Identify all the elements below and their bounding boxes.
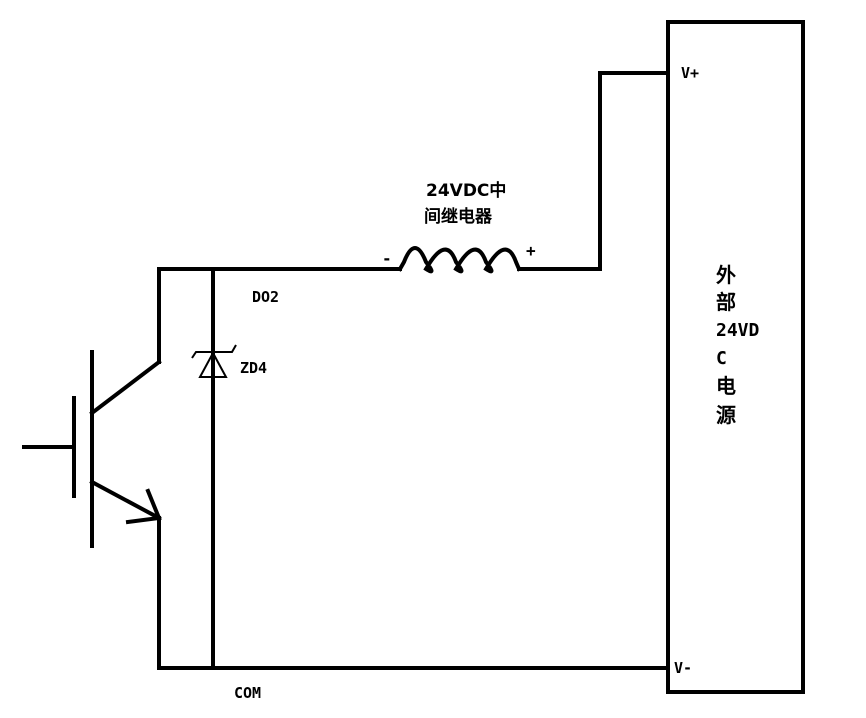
com-label: COM xyxy=(234,684,261,702)
do2-label: DO2 xyxy=(252,288,279,306)
relay-minus-label: - xyxy=(382,249,392,268)
supply-label-line: C xyxy=(716,348,727,369)
supply-label-line: 24VD xyxy=(716,320,760,341)
supply-label-line: 外 xyxy=(716,263,736,287)
supply-label-line: 源 xyxy=(716,403,736,427)
relay-label-line2: 间继电器 xyxy=(424,206,493,227)
vminus-label: V- xyxy=(674,659,692,677)
supply-label-line: 电 xyxy=(716,374,736,398)
zd4-label: ZD4 xyxy=(240,359,267,377)
transistor-emitter-arrow xyxy=(125,488,162,525)
vplus-label: V+ xyxy=(681,64,699,82)
transistor-emitter xyxy=(89,479,162,521)
power-supply-box xyxy=(666,20,805,694)
transistor-collector xyxy=(89,359,162,416)
relay-coil xyxy=(397,246,522,274)
zener-diode-symbol xyxy=(191,344,237,378)
supply-label-line: 部 xyxy=(716,290,736,314)
relay-plus-label: + xyxy=(526,241,536,260)
relay-label-line1: 24VDC中 xyxy=(426,180,506,201)
power-supply-label: 外 部 24VD C 电 源 xyxy=(716,263,760,427)
wire-relay-to-vplus xyxy=(517,71,670,271)
